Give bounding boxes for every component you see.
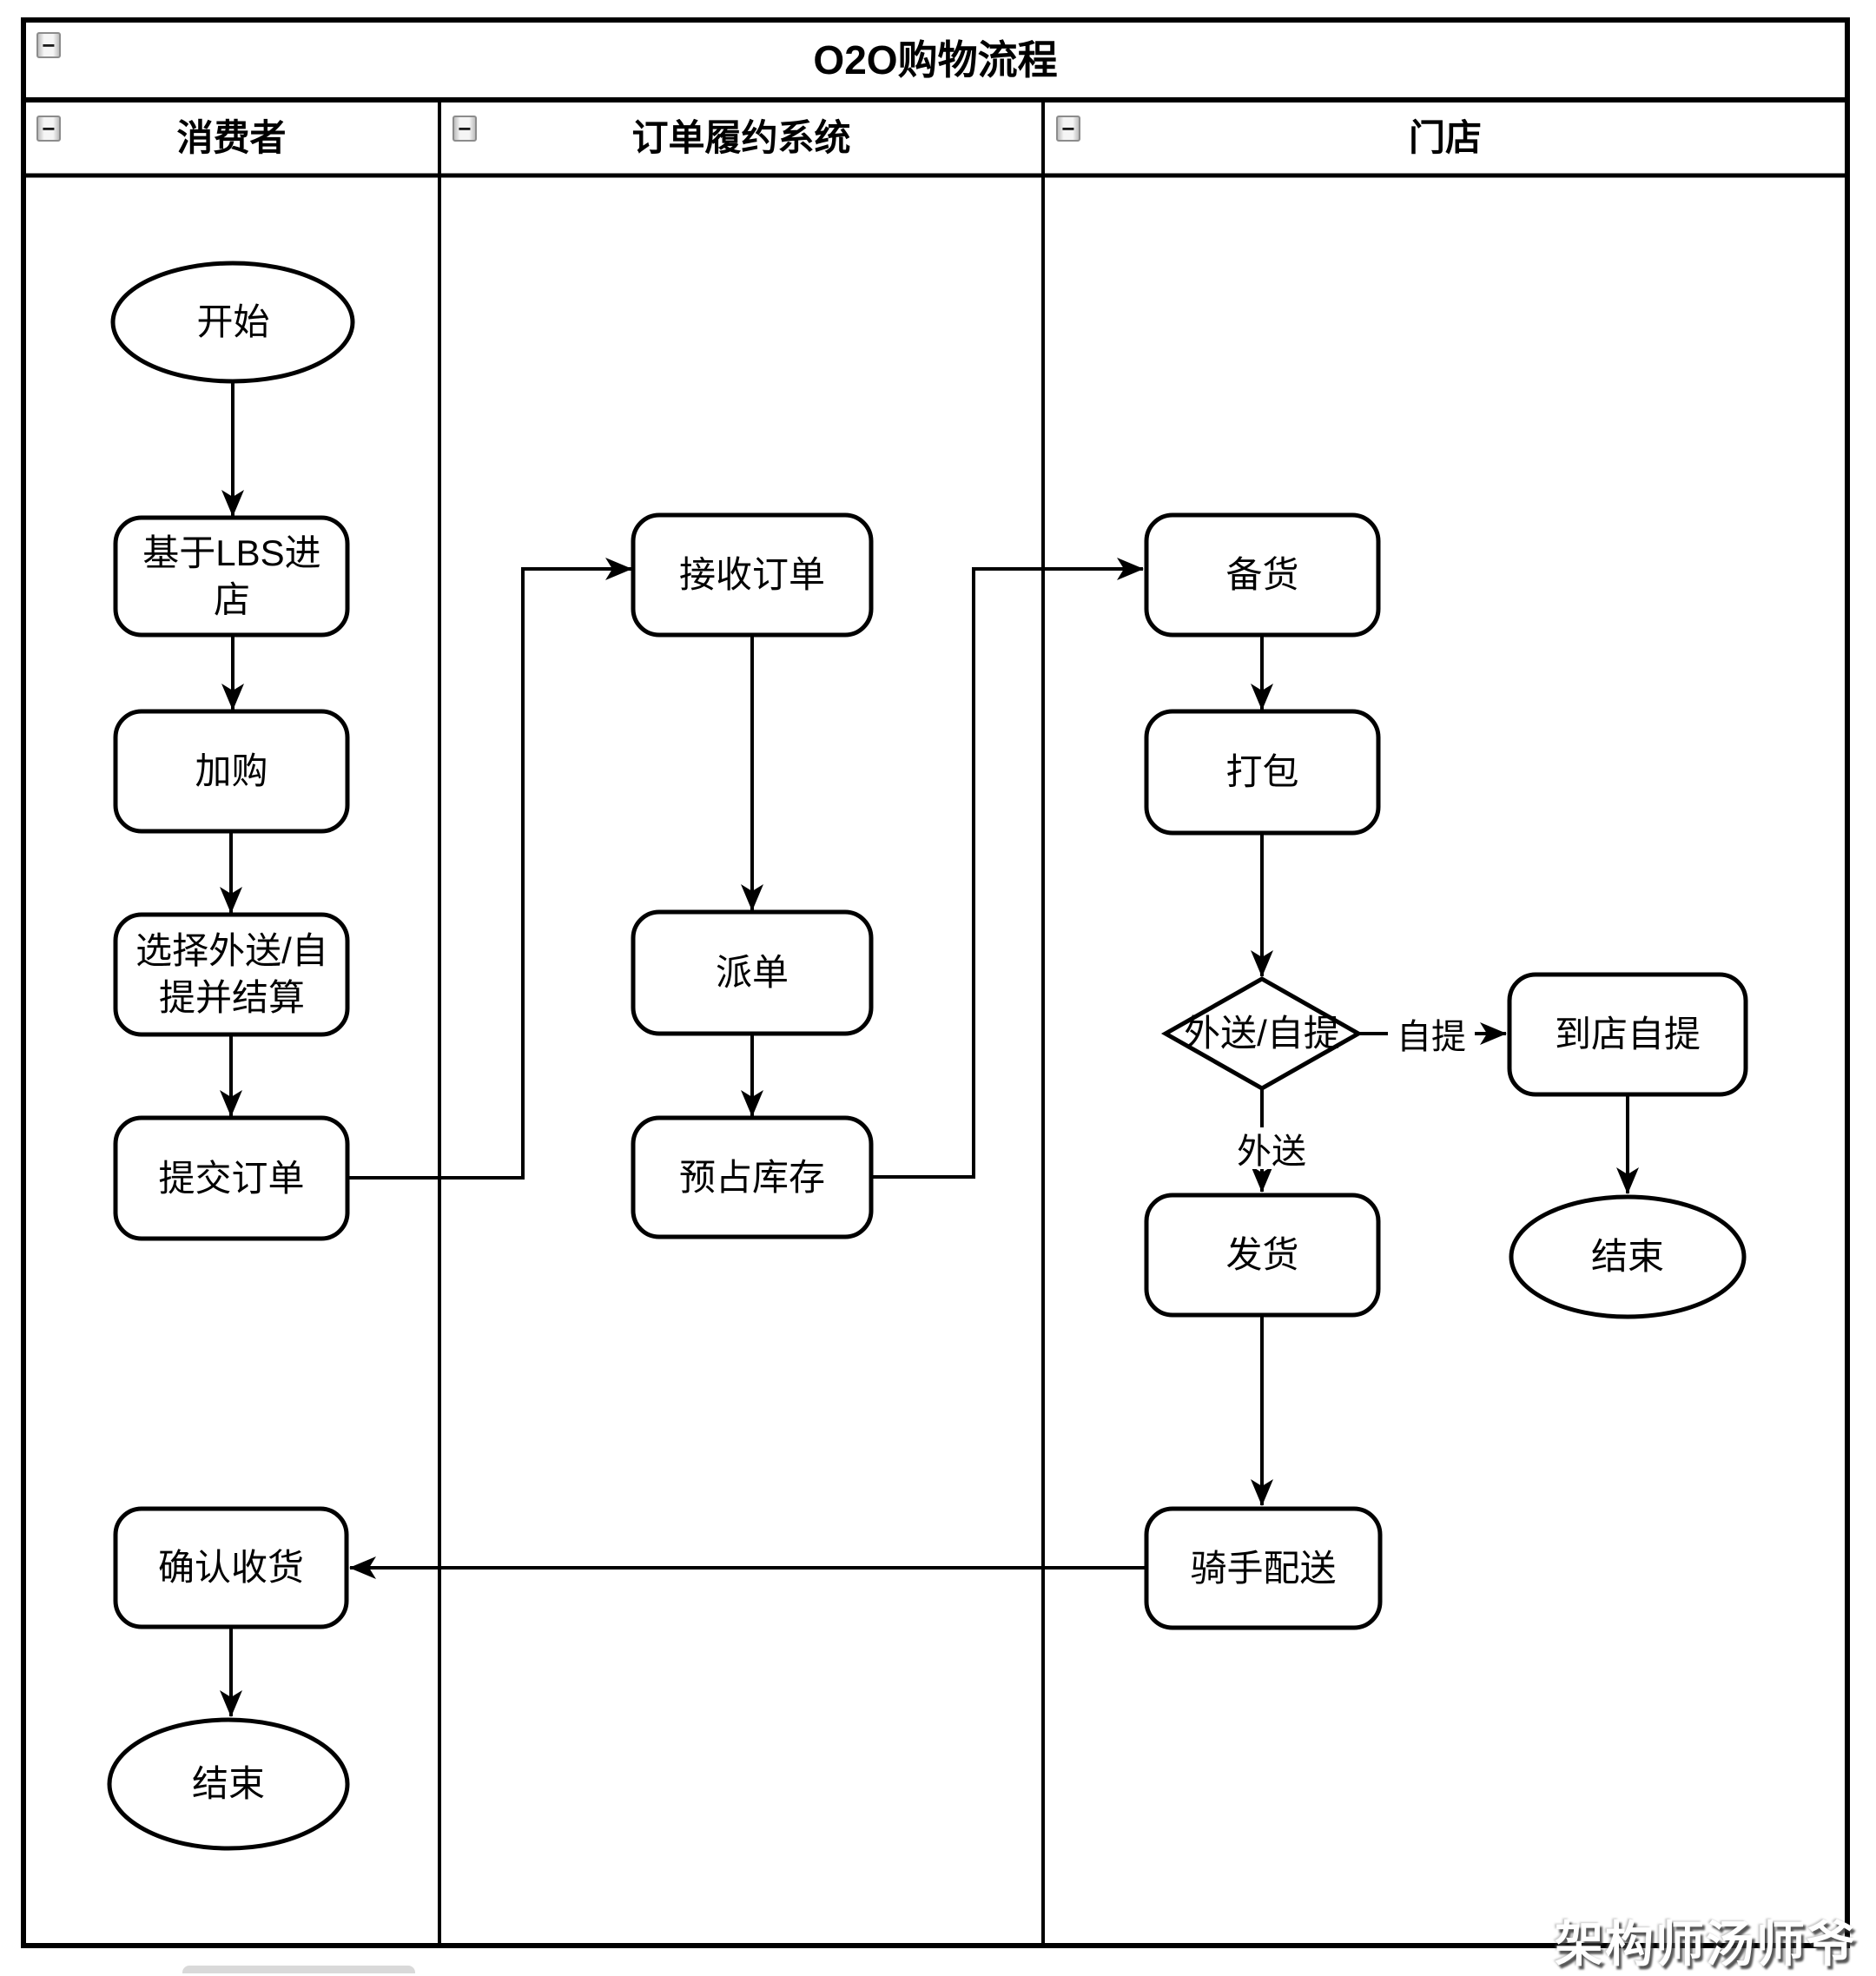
receive-order-label: 接收订单 xyxy=(678,554,825,596)
minus-icon: − xyxy=(1061,116,1075,142)
submit-order-box[interactable] xyxy=(113,1115,350,1241)
pool-title: O2O购物流程 xyxy=(813,36,1058,83)
collapse-lane-fulfillment-button[interactable]: − xyxy=(452,116,477,142)
reserve-stock-box[interactable] xyxy=(631,1115,874,1239)
minus-icon: − xyxy=(458,116,472,142)
confirm-receipt-label: 确认收货 xyxy=(157,1547,304,1589)
prepare-goods-box[interactable] xyxy=(1144,512,1381,638)
edge-label-delivery: 外送 xyxy=(1228,1127,1315,1171)
confirm-receipt-box[interactable] xyxy=(113,1506,349,1629)
decision-diamond[interactable] xyxy=(1160,976,1364,1091)
end-store-label: 结束 xyxy=(1590,1236,1664,1278)
select-mode-label: 选择外送/自提并结算 xyxy=(135,930,328,1018)
end-consumer-label: 结束 xyxy=(191,1763,265,1805)
end-store-ellipse[interactable] xyxy=(1509,1194,1747,1319)
cropped-ui-element xyxy=(182,1966,415,1973)
ship-label: 发货 xyxy=(1225,1234,1299,1276)
minus-icon: − xyxy=(42,116,56,142)
pack-label: 打包 xyxy=(1225,751,1299,793)
lane-header-consumer: 消费者 xyxy=(176,116,287,158)
receive-order-box[interactable] xyxy=(631,512,874,638)
edge-submit-to-receive xyxy=(347,558,632,1180)
select-mode-box[interactable] xyxy=(113,912,350,1037)
add-to-cart-box[interactable] xyxy=(113,709,350,834)
ship-box[interactable] xyxy=(1144,1193,1381,1318)
decision-mode-label: 外送/自提 xyxy=(1184,1013,1340,1054)
edge-label-pickup: 自提 xyxy=(1388,1013,1475,1056)
submit-order-label: 提交订单 xyxy=(158,1157,305,1199)
watermark: 架构师汤师爷 xyxy=(1555,1917,1857,1972)
edge-reserve-to-prepare xyxy=(871,558,1144,1179)
lbs-entry-label: 基于LBS进店 xyxy=(142,532,321,620)
collapse-pool-button[interactable]: − xyxy=(36,32,61,58)
lane-header-store: 门店 xyxy=(1408,116,1482,158)
store-pickup-box[interactable] xyxy=(1507,972,1748,1097)
dispatch-order-label: 派单 xyxy=(715,952,789,994)
lbs-entry-box[interactable] xyxy=(113,515,350,638)
store-pickup-label: 到店自提 xyxy=(1554,1014,1701,1055)
rider-delivery-label: 骑手配送 xyxy=(1190,1547,1337,1589)
pool-border xyxy=(21,17,1850,1948)
prepare-goods-label: 备货 xyxy=(1225,554,1299,596)
collapse-lane-store-button[interactable]: − xyxy=(1056,116,1080,142)
rider-delivery-box[interactable] xyxy=(1144,1506,1383,1630)
start-ellipse[interactable] xyxy=(110,261,355,384)
dispatch-order-box[interactable] xyxy=(631,909,874,1036)
reserve-stock-label: 预占库存 xyxy=(678,1156,825,1198)
minus-icon: − xyxy=(42,32,56,58)
collapse-lane-consumer-button[interactable]: − xyxy=(36,116,61,142)
start-label: 开始 xyxy=(196,301,270,343)
add-to-cart-label: 加购 xyxy=(195,750,268,792)
lane-header-fulfillment: 订单履约系统 xyxy=(631,116,851,158)
end-consumer-ellipse[interactable] xyxy=(107,1717,350,1851)
pack-box[interactable] xyxy=(1144,709,1381,836)
